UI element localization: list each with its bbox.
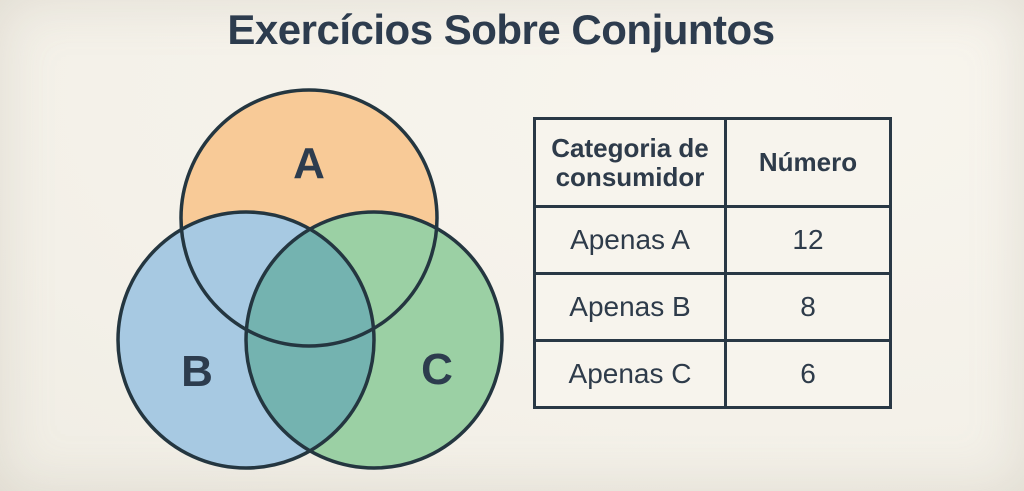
cell-number: 12 — [724, 205, 892, 275]
results-table: Categoria de consumidor Número Apenas A … — [533, 117, 892, 409]
header-category: Categoria de consumidor — [533, 117, 727, 208]
table-row: Apenas B 8 — [533, 272, 892, 342]
venn-diagram: A B C — [116, 88, 504, 470]
cell-category: Apenas B — [533, 272, 727, 342]
set-label-c: C — [421, 345, 453, 394]
page-title: Exercícios Sobre Conjuntos — [227, 6, 775, 53]
header-number: Número — [724, 117, 892, 208]
overlap-b-c-fill — [246, 212, 374, 468]
table-row: Apenas C 6 — [533, 339, 892, 409]
cell-category: Apenas A — [533, 205, 727, 275]
results-table-container: Categoria de consumidor Número Apenas A … — [533, 117, 892, 409]
circle-a-outline — [179, 88, 439, 348]
circle-c-outline — [244, 210, 504, 470]
table-row: Apenas A 12 — [533, 205, 892, 275]
cell-number: 8 — [724, 272, 892, 342]
cell-number: 6 — [724, 339, 892, 409]
table-header-row: Categoria de consumidor Número — [533, 117, 892, 208]
cell-category: Apenas C — [533, 339, 727, 409]
set-label-a: A — [293, 139, 325, 188]
set-label-b: B — [181, 347, 213, 396]
circle-b-outline — [116, 210, 376, 470]
